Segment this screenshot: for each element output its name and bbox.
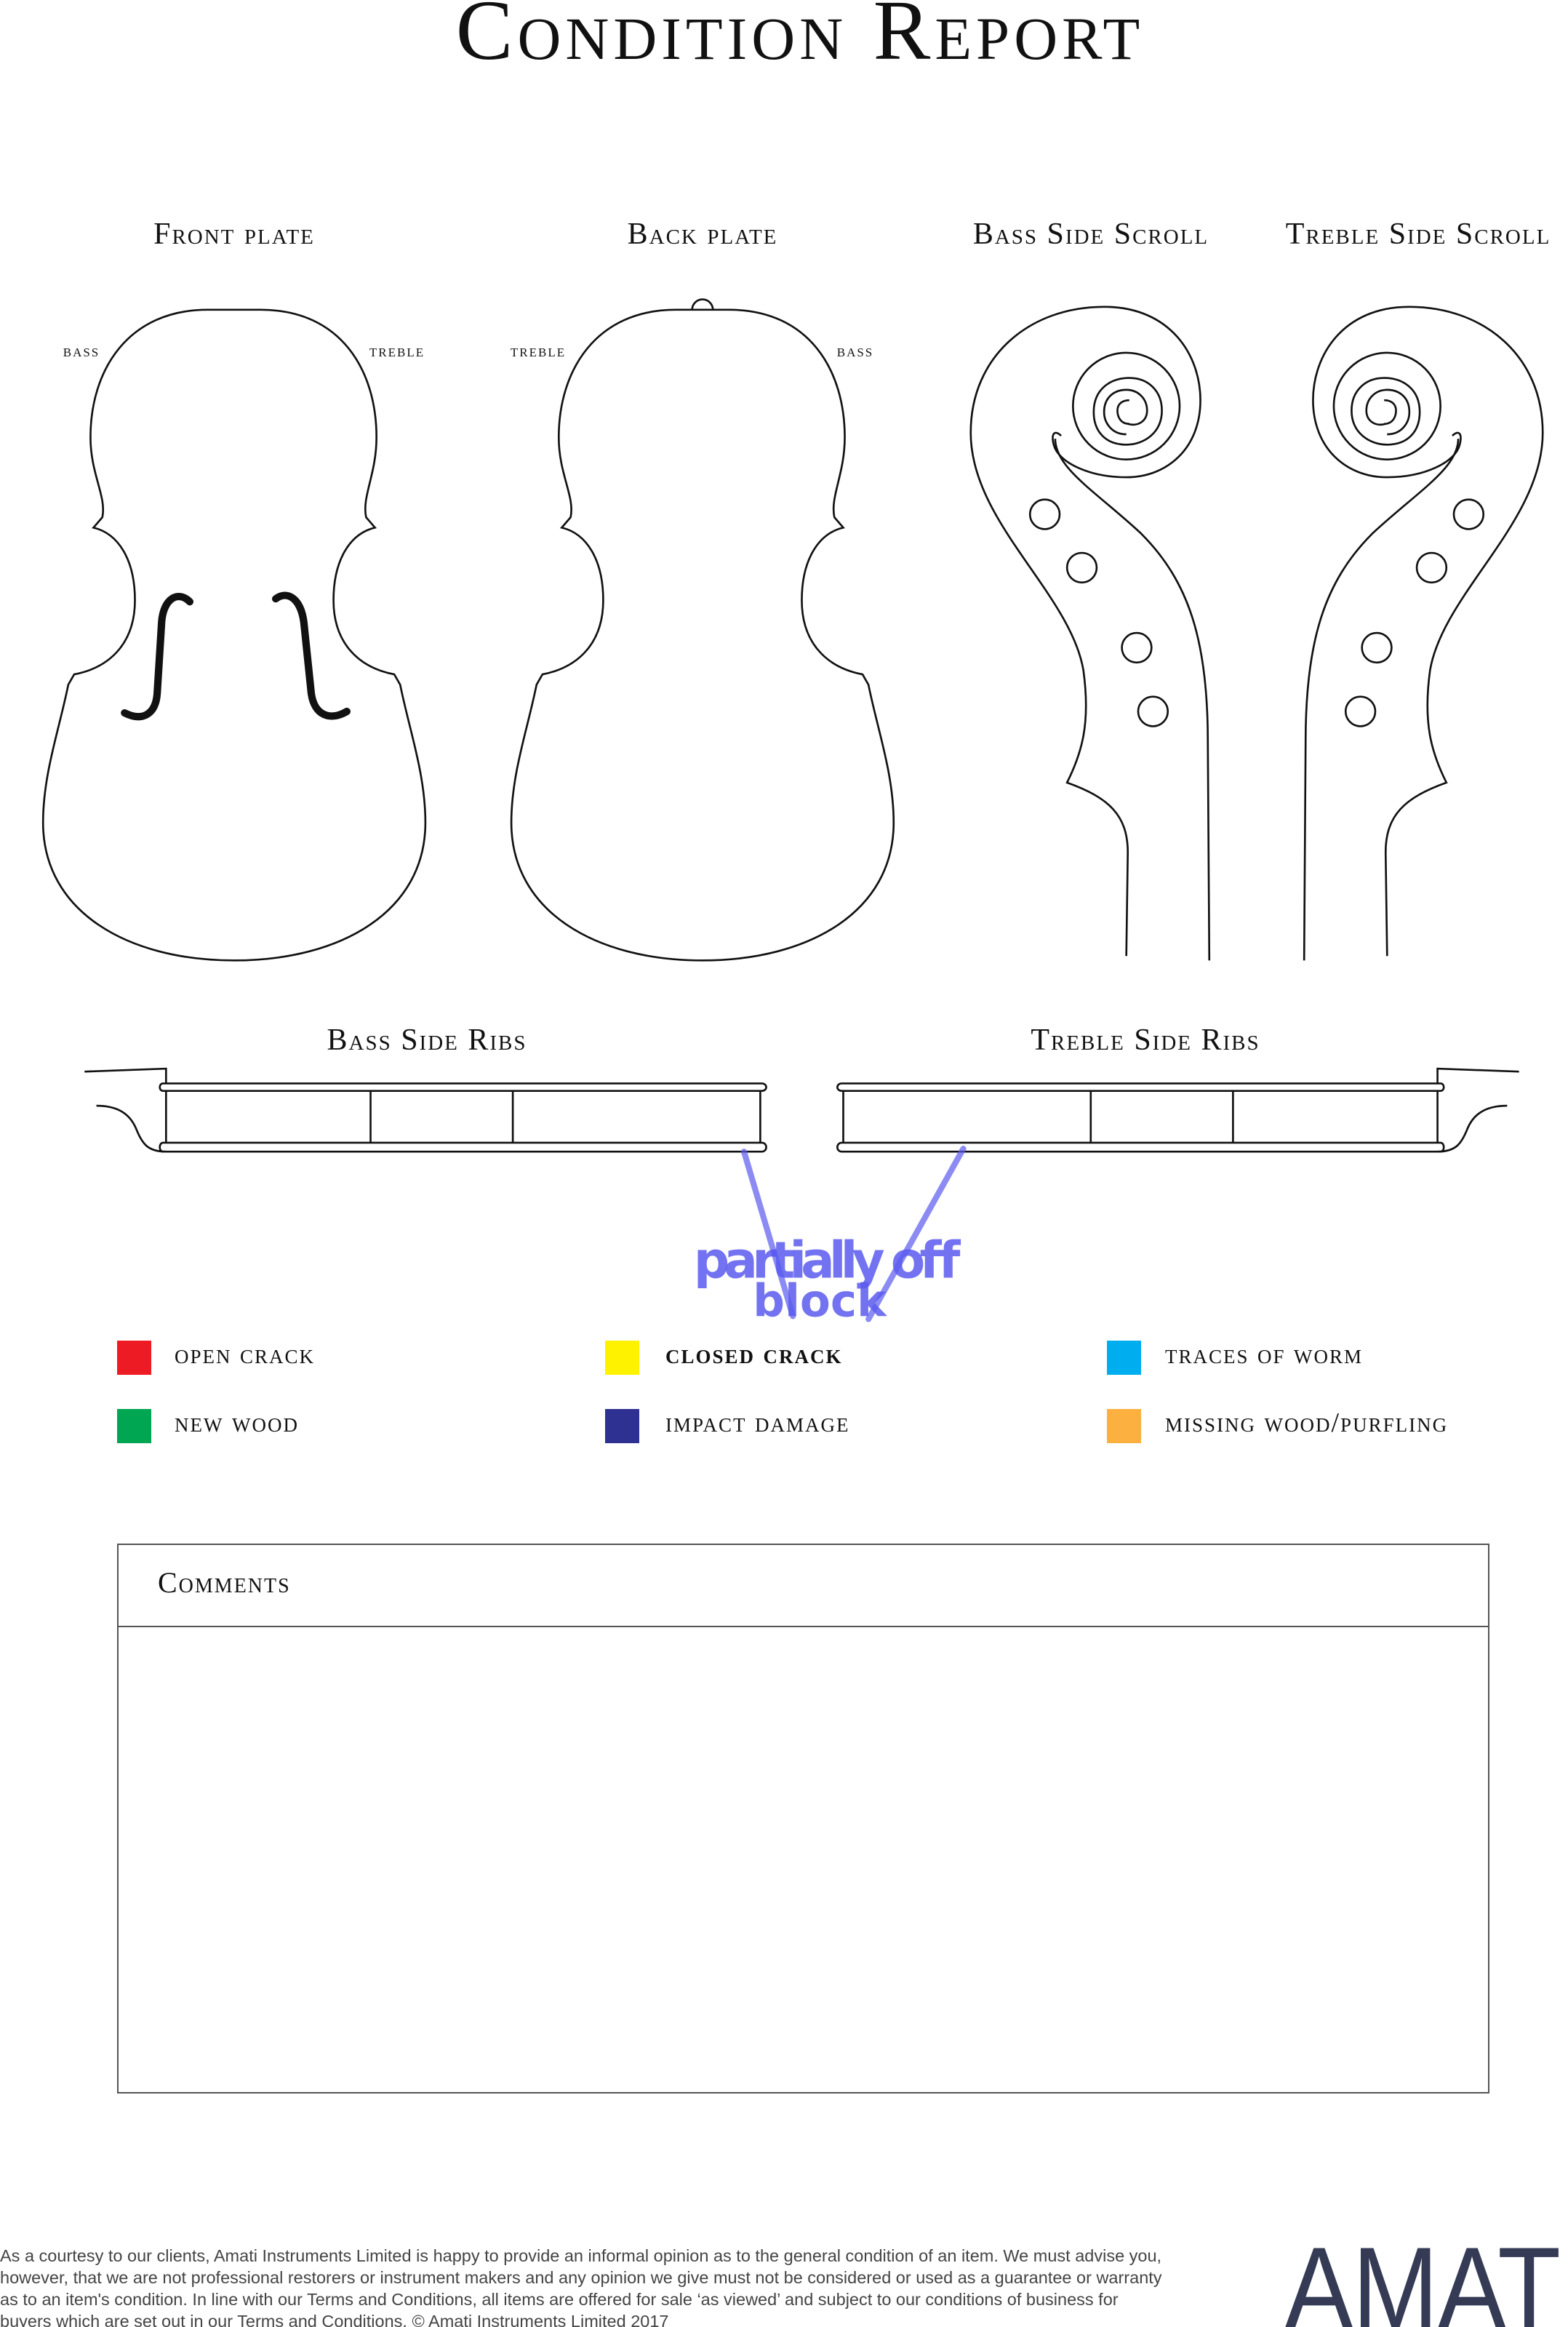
bass-side-ribs-drawing <box>83 1067 767 1153</box>
legend-label: closed crack <box>665 1339 843 1370</box>
front-plate-outline <box>41 308 427 962</box>
comments-field[interactable] <box>119 1627 1488 2092</box>
legend-swatch-closed-crack <box>605 1341 639 1375</box>
label-treble-side-scroll: Treble Side Scroll <box>1285 217 1551 251</box>
legend-label: open crack <box>175 1339 316 1370</box>
front-treble-label: treble <box>369 342 425 361</box>
legend-swatch-open-crack <box>117 1341 151 1375</box>
back-treble-label: treble <box>510 342 567 361</box>
f-hole-left <box>121 593 194 721</box>
comments-box: Comments <box>117 1544 1489 2093</box>
label-bass-side-scroll: Bass Side Scroll <box>972 217 1209 251</box>
legend-swatch-new-wood <box>117 1409 151 1443</box>
legend-swatch-impact-damage <box>605 1409 639 1443</box>
treble-side-ribs-drawing <box>836 1067 1520 1153</box>
label-front-plate: Front plate <box>153 217 315 251</box>
back-plate-outline <box>510 298 895 962</box>
legend-label: missing wood/purfling <box>1165 1408 1449 1438</box>
handwritten-arrows <box>740 1146 967 1322</box>
legend-label: traces of worm <box>1165 1339 1364 1370</box>
legend-label: new wood <box>175 1408 299 1438</box>
annotation-line1: partially off <box>694 1232 961 1290</box>
label-back-plate: Back plate <box>627 217 778 251</box>
page-title: Condition Report <box>455 0 1145 78</box>
comments-label: Comments <box>158 1566 291 1599</box>
f-hole-right <box>272 591 351 720</box>
label-bass-side-ribs: Bass Side Ribs <box>327 1023 527 1057</box>
bass-side-scroll-drawing <box>969 306 1211 962</box>
disclaimer-text: As a courtesy to our clients, Amati Inst… <box>0 2246 1162 2327</box>
front-bass-label: bass <box>63 342 100 361</box>
annotation-line2: block <box>753 1275 887 1327</box>
legend-swatch-missing-wood <box>1107 1409 1141 1443</box>
legend-label: impact damage <box>665 1408 850 1438</box>
comments-header: Comments <box>119 1545 1488 1627</box>
amati-logo: AMATI <box>1284 2223 1568 2327</box>
label-treble-side-ribs: Treble Side Ribs <box>1031 1023 1260 1057</box>
treble-side-scroll-drawing <box>1303 306 1544 962</box>
back-bass-label: bass <box>836 342 874 361</box>
legend-swatch-traces-of-worm <box>1107 1341 1141 1375</box>
